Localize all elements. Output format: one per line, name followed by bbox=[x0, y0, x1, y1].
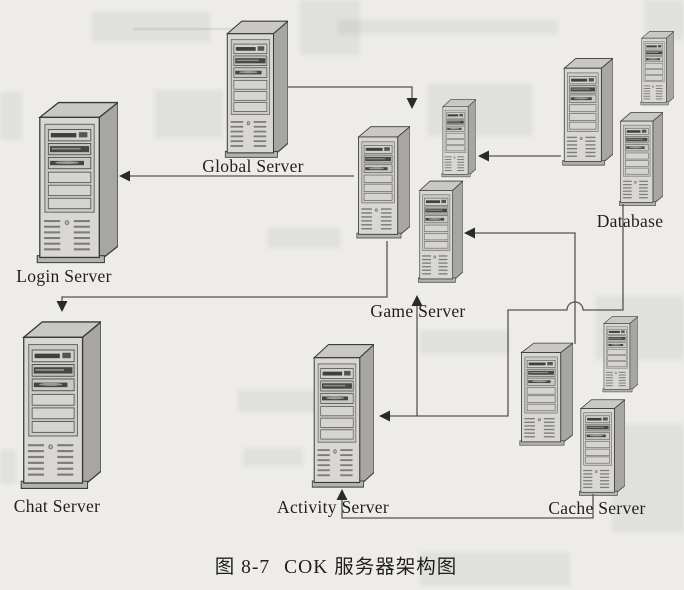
edge-database-to-activity bbox=[390, 204, 624, 417]
arrowhead-down-into-chat bbox=[56, 301, 68, 312]
figure-caption-title: COK 服务器架构图 bbox=[284, 557, 458, 578]
arrowhead-up-into-game-node-b bbox=[411, 295, 423, 306]
edge-global-to-game bbox=[288, 86, 413, 100]
arrowhead-left-into-activity bbox=[379, 410, 390, 422]
figure-caption: 图 8-7 COK 服务器架构图 bbox=[215, 550, 457, 579]
label-login-server: Login Server bbox=[16, 266, 112, 286]
label-activity-server: Activity Server bbox=[277, 497, 389, 517]
arrowhead-left-into-game-node-a bbox=[478, 150, 489, 162]
label-cache-server: Cache Server bbox=[548, 498, 646, 518]
edge-game-to-chat bbox=[61, 241, 388, 303]
arrowhead-down-into-game-main bbox=[406, 98, 418, 109]
label-database: Database bbox=[596, 211, 664, 231]
edge-cache-to-game-node-b bbox=[475, 232, 576, 344]
figure-caption-number: 图 8-7 bbox=[214, 557, 271, 578]
label-chat-server: Chat Server bbox=[13, 496, 101, 516]
edge-cache-to-activity bbox=[341, 494, 594, 519]
arrowhead-left-into-game-node-b bbox=[464, 227, 475, 239]
arrowhead-up-into-activity bbox=[336, 489, 348, 500]
label-global-server: Global Server bbox=[202, 156, 304, 176]
arrowhead-left-into-login bbox=[119, 170, 130, 182]
label-game-server: Game Server bbox=[370, 301, 466, 321]
